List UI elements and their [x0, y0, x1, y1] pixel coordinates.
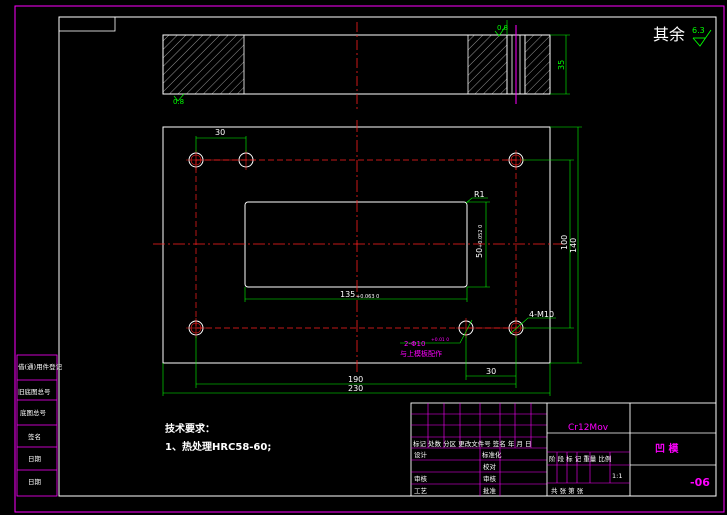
corner-box: [58, 16, 116, 32]
tech-requirement-item1: 1、热处理HRC58-60;: [165, 440, 271, 453]
roughness-symbol-icon: [692, 29, 712, 47]
surface-finish-value: 6.3: [692, 26, 705, 35]
tb-standardize: 标准化: [482, 450, 502, 459]
dim-hole-span-y: 100: [560, 235, 569, 250]
tech-requirements-title: 技术要求：: [165, 422, 215, 435]
tb-part-name: 凹 模: [655, 442, 679, 455]
tb-approve: 批准: [483, 486, 497, 495]
inner-frame: [58, 16, 717, 497]
tb-stage-labels: 阶 段 标 记 重量 比例: [549, 454, 611, 463]
plan-view: 30 R1 50 +0.052 0 135 +0.063 0 100 140 4…: [153, 120, 582, 396]
tb-review: 审核: [483, 474, 497, 483]
dim-thread-holes: 4-M10: [529, 310, 554, 319]
dim-slot-height-tol: +0.052 0: [478, 225, 484, 248]
dim-thickness: 35: [557, 60, 566, 70]
tb-drawing-no: -06: [690, 476, 710, 489]
surface-finish-text: 其余: [653, 25, 685, 44]
dim-slot-width: 135: [340, 290, 355, 299]
tb-check: 审核: [414, 474, 428, 483]
dim-slot-width-tol: +0.063 0: [356, 294, 379, 300]
side-cell-borrowed: 借(通)用件登记: [18, 362, 63, 371]
hatch-right-b: [524, 34, 551, 95]
dim-total-height: 140: [569, 238, 578, 253]
tb-proof: 校对: [483, 462, 497, 471]
roughness-right: 0.8: [497, 24, 508, 32]
side-cell-base-total: 底图总号: [20, 408, 47, 417]
dim-hole-pitch: 30: [215, 128, 225, 137]
dim-pitch-bottom: 30: [486, 367, 496, 376]
die-opening: [244, 201, 468, 288]
side-cell-date2: 日期: [28, 478, 42, 486]
side-cell-old-total: 旧底图总号: [18, 387, 51, 396]
dim-pin-holes-tol: +0.01 0: [431, 337, 449, 343]
tb-scale: 1:1: [612, 472, 622, 480]
tb-craft: 工艺: [414, 487, 428, 495]
surface-finish-note: 其余 6.3: [653, 25, 712, 47]
section-view: 0.8 0.8 35: [162, 20, 570, 110]
dim-radius: R1: [474, 190, 485, 199]
side-cell-date1: 日期: [28, 455, 42, 463]
side-cell-signature: 签名: [28, 432, 41, 441]
hatch-left: [162, 34, 245, 95]
tb-design: 设计: [414, 450, 428, 459]
dim-pin-holes: 2-Φ10: [404, 340, 425, 348]
hatch-right-a: [467, 34, 508, 95]
outer-frame: [14, 5, 725, 513]
note-pin-holes: 与上模板配作: [400, 349, 442, 358]
tb-header-row: 标记 处数 分区 更改文件号 签名 年 月 日: [413, 439, 531, 448]
dim-slot-height: 50: [475, 248, 484, 258]
tb-sheet-info: 共 张 第 张: [551, 486, 584, 495]
dim-hole-span-x: 190: [348, 375, 363, 384]
side-table: 借(通)用件登记 旧底图总号 底图总号 签名 日期 日期: [16, 354, 63, 497]
plate-outline: [162, 126, 551, 364]
tb-material: Cr12Mov: [568, 423, 609, 433]
roughness-left: 0.8: [173, 98, 184, 106]
dim-total-width: 230: [348, 384, 363, 393]
title-block: Cr12Mov 凹 模 -06 1:1 标记 处数 分区 更改文件号 签名 年 …: [410, 402, 717, 497]
